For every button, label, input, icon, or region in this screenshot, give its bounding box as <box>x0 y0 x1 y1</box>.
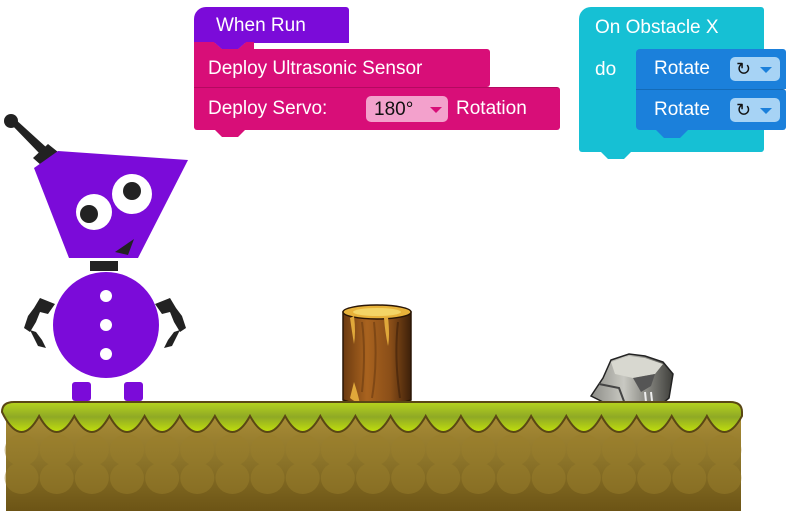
dirt-scallop <box>74 462 109 494</box>
dirt-scallop <box>637 434 672 466</box>
block-bottom-notch <box>600 151 632 159</box>
dirt-scallop <box>145 462 180 494</box>
robot-right-foot <box>124 382 143 401</box>
rotate-label: Rotate <box>654 99 710 120</box>
rotate-label: Rotate <box>654 58 710 79</box>
servo-rotation-dropdown[interactable]: 180° <box>366 96 448 122</box>
dirt-scallop <box>39 434 74 466</box>
dirt-scallop <box>4 434 39 466</box>
when-run-label: When Run <box>216 15 306 36</box>
dirt-scallop <box>496 462 531 494</box>
deploy-ultrasonic-sensor-block[interactable]: Deploy Ultrasonic Sensor <box>194 49 490 87</box>
dirt-scallop <box>215 434 250 466</box>
robot-buttons <box>100 290 112 360</box>
dirt-scallop <box>426 462 461 494</box>
do-label: do <box>595 59 617 80</box>
dirt-scallop <box>110 462 144 494</box>
dirt-scallop <box>461 462 496 494</box>
robot-right-claw <box>155 298 186 348</box>
dirt-scallop <box>180 462 215 494</box>
block-bottom-notch <box>214 129 246 137</box>
chevron-down-icon <box>430 107 442 113</box>
dirt-scallop <box>39 462 74 494</box>
block-bottom-notch <box>656 130 688 138</box>
deploy-servo-label: Deploy Servo: <box>208 98 328 119</box>
dirt-scallop <box>356 434 390 466</box>
deploy-sensor-label: Deploy Ultrasonic Sensor <box>208 58 423 79</box>
event-title: On Obstacle X <box>595 17 719 38</box>
robot-character[interactable] <box>0 108 200 403</box>
servo-rotation-value: 180° <box>374 99 414 120</box>
dirt-scallop <box>391 462 426 494</box>
dirt-scallop <box>602 462 636 494</box>
robot-mouth <box>115 239 134 255</box>
dirt-scallop <box>672 434 707 466</box>
dirt-scallop <box>391 434 426 466</box>
dirt-scallop <box>637 462 672 494</box>
dirt-scallop <box>285 434 320 466</box>
dirt-scallop <box>707 434 742 466</box>
ground-platform <box>0 401 743 511</box>
dirt-scallop <box>602 434 636 466</box>
tree-stump-obstacle <box>342 304 412 407</box>
robot-left-claw <box>24 298 55 348</box>
chevron-down-icon <box>760 108 772 114</box>
dirt-scallop <box>531 434 566 466</box>
robot-neck <box>90 261 118 271</box>
dirt-scallop <box>250 434 285 466</box>
dirt-scallop <box>4 462 39 494</box>
dirt-scallop <box>531 462 566 494</box>
dirt-scallop <box>672 462 707 494</box>
dirt-scallop <box>145 434 180 466</box>
dirt-scallop <box>74 434 109 466</box>
rotate-block[interactable]: Rotate ↻ <box>636 49 786 89</box>
dirt-scallop <box>180 434 215 466</box>
dirt-scallop <box>356 462 390 494</box>
antenna-icon <box>4 114 58 166</box>
dirt-scallop <box>426 434 461 466</box>
dirt-scallop <box>320 462 355 494</box>
dirt-scallop <box>566 434 601 466</box>
chevron-down-icon <box>760 67 772 73</box>
rotate-clockwise-icon: ↻ <box>736 100 752 120</box>
dirt-scallop <box>707 462 742 494</box>
rotate-block[interactable]: Rotate ↻ <box>636 89 786 130</box>
robot-eyes <box>76 174 152 230</box>
dirt-scallop <box>250 462 285 494</box>
when-run-block[interactable]: When Run <box>194 7 349 43</box>
dirt-scallop <box>215 462 250 494</box>
rotation-label: Rotation <box>456 98 527 119</box>
rotate-direction-dropdown[interactable]: ↻ <box>730 98 780 122</box>
rotate-direction-dropdown[interactable]: ↻ <box>730 57 780 81</box>
dirt-scallop <box>285 462 320 494</box>
dirt-scallop <box>566 462 601 494</box>
rotate-clockwise-icon: ↻ <box>736 59 752 79</box>
robot-left-foot <box>72 382 91 401</box>
robot-head <box>34 151 188 258</box>
dirt-scallop <box>496 434 531 466</box>
deploy-servo-block[interactable]: Deploy Servo: 180° Rotation <box>194 87 560 130</box>
dirt-scallop <box>320 434 355 466</box>
dirt-scallop <box>110 434 144 466</box>
dirt-scallop <box>461 434 496 466</box>
